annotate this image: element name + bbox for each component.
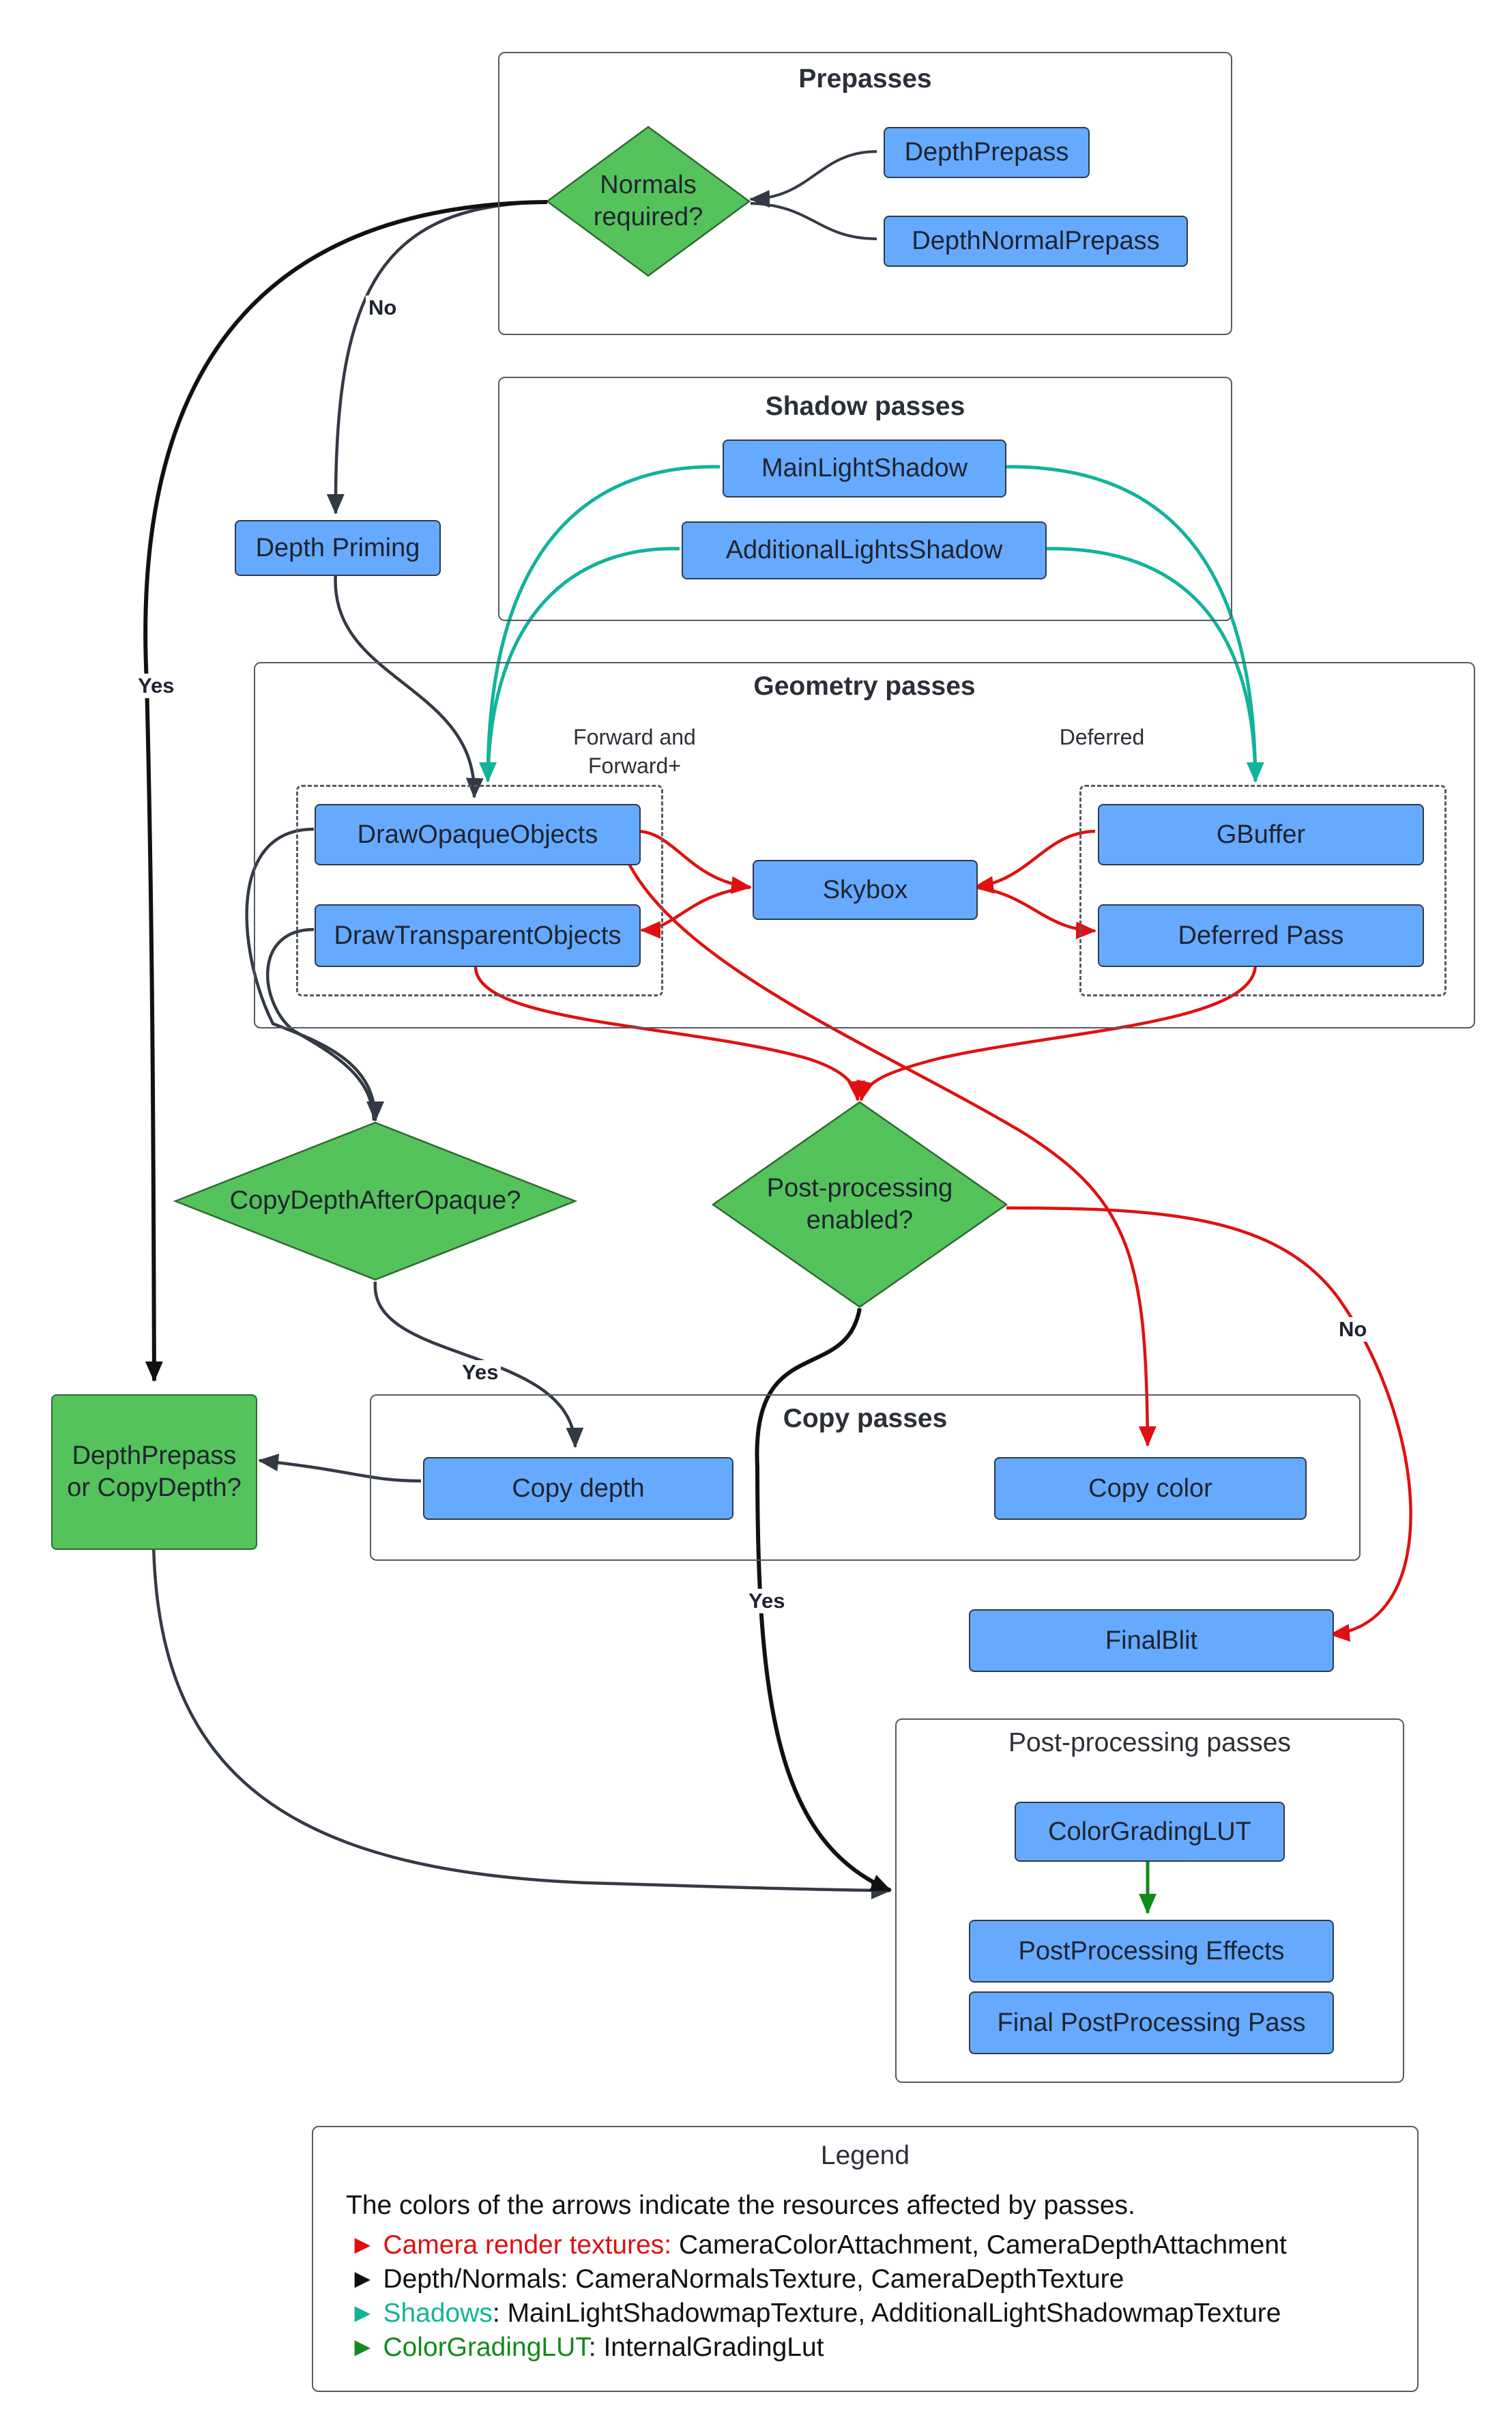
legend-marker-black: ► [349,2264,376,2294]
legend-desc-depth: CameraNormalsTexture, CameraDepthTexture [568,2264,1124,2294]
legend-name-camera: Camera render textures [383,2230,665,2260]
arrow-gbuffer-to-skybox [973,829,1096,894]
prepasses-group: Prepasses [498,52,1232,335]
arrow-draw-transparent-to-postprocessing-q [474,964,865,1101]
geometry-passes-group: Geometry passes [254,662,1475,1028]
shadow-passes-title: Shadow passes [765,392,965,421]
depth-priming-node[interactable]: Depth Priming [235,520,441,576]
legend-item-camera: ► Camera render textures: CameraColorAtt… [349,2230,1287,2260]
postprocessing-passes-title: Post-processing passes [1008,1728,1292,1757]
skybox-node[interactable]: Skybox [753,860,978,920]
edge-label-yes-copy-depth: Yes [459,1360,501,1385]
arrow-depthprepass-or-copydepth-to-postprocessing [151,1540,892,1899]
arrow-skybox-to-deferred-pass [974,885,1096,940]
arrow-additional-to-gbuffer [1043,547,1257,782]
forward-label: Forward and Forward+ [573,725,696,778]
postprocessing-enabled-diamond [711,1101,1008,1308]
arrow-normals-to-depthprepass-or-copydepth [143,200,548,1382]
legend-sep-depth: : [560,2264,568,2294]
final-blit-node[interactable]: FinalBlit [969,1609,1334,1672]
deferred-pass-node[interactable]: Deferred Pass [1098,904,1424,967]
geometry-passes-title: Geometry passes [753,672,976,701]
legend-name-lut: ColorGradingLUT [383,2333,589,2362]
copy-passes-group: Copy passes [370,1394,1361,1561]
depthprepass-or-copydepth-node[interactable]: DepthPrepass or CopyDepth? [51,1394,257,1550]
copy-color-node[interactable]: Copy color [994,1457,1307,1520]
normals-required-label: Normals required? [593,170,703,232]
deferred-label: Deferred [1059,725,1145,749]
legend-item-shadows: ► Shadows: MainLightShadowmapTexture, Ad… [349,2299,1281,2329]
depth-normal-prepass-node[interactable]: DepthNormalPrepass [884,216,1188,267]
arrow-depth-priming-to-draw-opaque [334,571,484,798]
legend-name-depth: Depth/Normals [383,2264,561,2294]
color-grading-lut-node[interactable]: ColorGradingLUT [1015,1802,1285,1862]
arrow-depthnormalprepass-to-normals [750,202,877,240]
arrow-draw-opaque-to-skybox [637,829,752,894]
deferred-subgroup [1079,785,1446,996]
arrow-deferred-pass-to-postprocessing-q [856,964,1257,1101]
arrow-mainlight-to-draw-opaque [479,465,721,783]
arrow-draw-opaque-to-copy-color [626,860,1157,1447]
postprocessing-enabled-label: Post-processing enabled? [766,1173,953,1235]
copy-depth-after-opaque-label: CopyDepthAfterOpaque? [229,1186,521,1215]
legend-marker-red: ► [349,2230,376,2260]
copy-depth-after-opaque-diamond [173,1121,578,1281]
edge-label-no-postprocessing: No [1336,1317,1370,1342]
arrow-depthprepass-to-normals [749,150,877,208]
edge-label-yes-normals: Yes [135,674,177,698]
forward-subgroup [296,785,663,996]
additional-lights-shadow-node[interactable]: AdditionalLightsShadow [682,521,1047,579]
prepasses-title: Prepasses [798,64,932,93]
draw-transparent-objects-node[interactable]: DrawTransparentObjects [315,904,641,967]
shadow-passes-group: Shadow passes [498,377,1232,621]
legend-desc-lut: InternalGradingLut [596,2333,824,2362]
final-postprocessing-pass-node[interactable]: Final PostProcessing Pass [969,1991,1334,2054]
normals-required-diamond [545,126,751,277]
gbuffer-node[interactable]: GBuffer [1098,804,1424,865]
legend-box: Legend [312,2126,1419,2392]
arrow-normals-to-depth-priming [326,200,548,515]
postprocessing-passes-group: Post-processing passes [895,1718,1404,2083]
legend-desc-shadows: MainLightShadowmapTexture, AdditionalLig… [499,2299,1281,2328]
main-light-shadow-node[interactable]: MainLightShadow [723,440,1006,498]
arrow-draw-transparent-to-copydepth-q [265,927,376,1121]
depth-prepass-node[interactable]: DepthPrepass [884,127,1090,178]
legend-name-shadows: Shadows [383,2299,493,2328]
arrow-copy-depth-to-depthprepass-or-copydepth [258,1454,422,1483]
arrow-skybox-to-draw-transparent [640,885,751,939]
edge-label-yes-postprocessing: Yes [746,1589,788,1613]
draw-opaque-objects-node[interactable]: DrawOpaqueObjects [315,804,641,865]
copy-passes-title: Copy passes [783,1404,948,1433]
arrow-additional-to-draw-opaque [486,547,680,782]
legend-item-depth: ► Depth/Normals: CameraNormalsTexture, C… [349,2264,1124,2294]
postprocessing-effects-node[interactable]: PostProcessing Effects [969,1920,1334,1983]
legend-desc-camera: CameraColorAttachment, CameraDepthAttach… [671,2230,1287,2260]
arrow-copydepth-q-to-copy-depth [373,1281,584,1448]
arrow-postprocessing-enabled-yes [755,1308,892,1892]
legend-item-lut: ► ColorGradingLUT: InternalGradingLut [349,2333,824,2363]
arrow-mainlight-to-gbuffer [1002,465,1264,783]
legend-title: Legend [820,2141,910,2170]
legend-marker-green: ► [349,2333,376,2362]
legend-sep-shadows: : [492,2299,500,2328]
arrow-draw-opaque-to-copydepth-q [245,827,384,1122]
copy-depth-node[interactable]: Copy depth [423,1457,733,1520]
edge-label-no-normals: No [366,296,400,320]
legend-sep-lut: : [588,2333,596,2362]
arrow-postprocessing-no-to-finalblit [1006,1206,1412,1642]
legend-marker-teal: ► [349,2299,376,2328]
legend-intro: The colors of the arrows indicate the re… [346,2191,1135,2220]
legend-sep-camera: : [664,2230,672,2260]
